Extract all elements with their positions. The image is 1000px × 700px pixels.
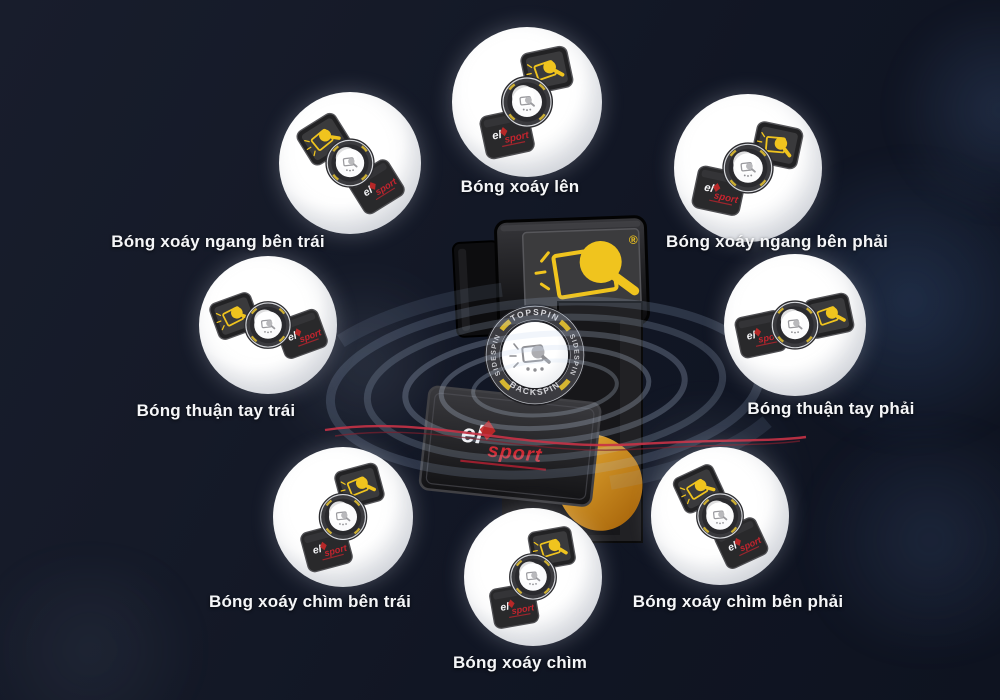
brand-el: el — [500, 601, 512, 614]
dial-label-sidespin-left: SIDESPIN — [490, 333, 501, 376]
dial-label-topspin: TOPSPIN — [509, 307, 560, 324]
brand-key: el sport — [300, 523, 353, 573]
mode-circle: el sport — [273, 447, 413, 587]
remote-control: el sport — [209, 292, 328, 359]
brand-key: el sport — [489, 582, 540, 629]
mode-circle: el sport — [674, 94, 822, 242]
paddle-ball-icon — [756, 131, 792, 158]
ball-face-icon — [335, 511, 351, 522]
mode-circle: el sport — [279, 92, 421, 234]
mode-label: Bóng xoáy ngang bên trái — [111, 232, 325, 251]
mode-label: Bóng xoáy ngang bên phải — [665, 232, 889, 251]
svg-text:BACKSPIN: BACKSPIN — [508, 379, 562, 397]
dial-label-sidespin-right: SIDESPIN — [568, 333, 579, 376]
ball-face-icon — [342, 157, 358, 168]
ball-face-icon — [509, 343, 551, 368]
background-glow — [790, 430, 1000, 650]
remote-dial — [722, 142, 774, 194]
mode-label: Bóng thuận tay phải — [747, 399, 915, 418]
machine-top-panel: ® — [494, 215, 650, 330]
remote-control: el sport — [734, 292, 855, 359]
dial-label-backspin: BACKSPIN — [508, 379, 561, 397]
remote-dial — [500, 75, 554, 129]
brand-sport: sport — [511, 602, 536, 616]
mode-label: Bóng xoáy chìm bên trái — [208, 592, 412, 611]
remote-control: el sport — [479, 45, 574, 160]
paddle-ball-icon — [304, 128, 341, 157]
mode-label: Bóng xoáy lên — [460, 177, 580, 196]
background-glow — [880, 10, 1000, 210]
mode-circle: el sport — [724, 254, 866, 396]
dial-tick-marks — [490, 310, 580, 400]
remote-control: el sport — [296, 112, 405, 215]
brand-el: el — [703, 182, 715, 196]
mode-label: Bóng xoáy chìm bên phải — [632, 592, 844, 611]
mode-circle: el sport — [199, 256, 337, 394]
remote-dial — [696, 492, 744, 540]
ball-face-icon — [713, 510, 728, 521]
remote-dial — [325, 138, 375, 188]
remote-dial — [509, 553, 557, 601]
machine-side-tab — [451, 240, 505, 338]
mode-label: Bóng xoáy chìm — [452, 653, 588, 672]
paddle-ball-icon — [679, 478, 716, 505]
mode-circle: el sport — [651, 447, 789, 585]
remote-control: el sport — [489, 526, 576, 629]
ball-face-icon — [787, 319, 803, 330]
remote-dial — [244, 301, 292, 349]
remote-control: el sport — [691, 121, 804, 216]
machine-brand-panel: el sport — [418, 385, 602, 507]
machine-body — [502, 320, 620, 535]
brand-logo: el sport — [460, 418, 547, 471]
dial-ball — [502, 322, 568, 388]
background-smoke — [0, 560, 220, 700]
svg-text:SIDESPIN: SIDESPIN — [490, 333, 502, 376]
svg-text:SIDESPIN: SIDESPIN — [568, 333, 580, 376]
remote-control: el sport — [672, 464, 769, 570]
ball-face-icon — [526, 571, 541, 582]
ball-face-icon — [519, 95, 535, 107]
paddle-ball-icon — [340, 476, 376, 500]
mode-circle: el sport — [452, 27, 602, 177]
mode-label: Bóng thuận tay trái — [136, 401, 296, 420]
registered-mark: ® — [629, 233, 638, 247]
paddle-ball-logo: ® — [534, 233, 640, 300]
machine-dial: TOPSPIN BACKSPIN SIDESPIN SIDESPIN — [484, 304, 586, 406]
brand-el: el — [460, 418, 485, 450]
paddle-ball-icon — [526, 60, 565, 84]
ball-face-icon — [740, 162, 756, 173]
remote-dial — [318, 492, 368, 542]
machine-body-column — [557, 301, 643, 543]
ball-face-icon — [261, 319, 276, 330]
remote-dial — [770, 300, 820, 350]
mode-circle: el sport — [464, 508, 602, 646]
remote-control: el sport — [300, 462, 385, 573]
screw — [574, 414, 586, 426]
paddle-ball-icon — [532, 538, 568, 560]
brand-sport: sport — [486, 439, 543, 467]
svg-text:TOPSPIN: TOPSPIN — [509, 307, 562, 324]
